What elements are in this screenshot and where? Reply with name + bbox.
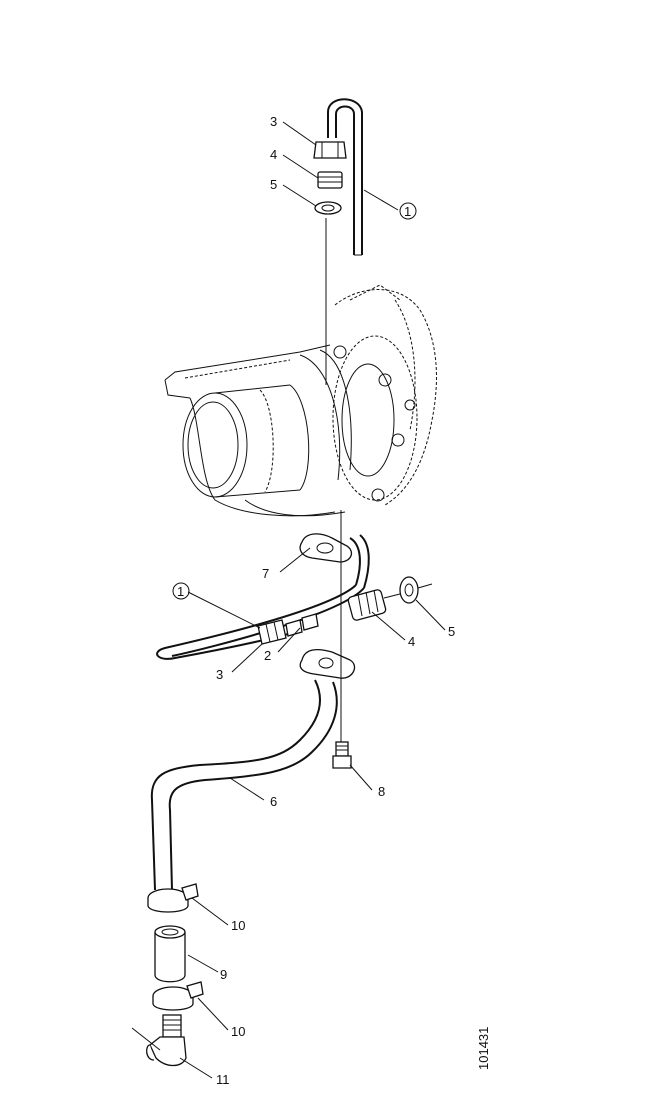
callout-3-top: 3 [270,114,277,129]
turbocharger [164,284,437,517]
lower-oil-pipe [156,584,365,660]
flange-bolt [332,741,352,769]
top-sealing-washer [314,201,342,215]
top-adapter-nipple [317,171,343,189]
callout-10-lower: 10 [231,1024,245,1039]
callout-11: 11 [216,1072,230,1087]
svg-text:1: 1 [404,204,411,219]
callout-5-lower: 5 [448,624,455,639]
elbow-fitting [146,1014,187,1067]
drawing-number: 101431 [476,1027,491,1070]
callout-2: 2 [264,648,271,663]
lower-adapter-nipple [347,589,387,621]
callout-9: 9 [220,967,227,982]
callout-6: 6 [270,794,277,809]
top-union-nut [313,141,347,159]
oil-return-pipe [150,679,338,891]
hose-clamp-lower [152,981,204,1011]
callouts: 3 4 5 1 7 1 2 3 4 5 6 8 10 9 10 11 [172,114,455,1087]
callout-1-lower: 1 [172,582,190,600]
lower-union [257,613,319,645]
callout-10-upper: 10 [231,918,245,933]
callout-4-top: 4 [270,147,277,162]
leader-lines [179,121,446,1079]
rubber-hose [154,925,186,983]
svg-text:1: 1 [177,584,184,599]
return-pipe-flange [299,648,356,679]
callout-8: 8 [378,784,385,799]
top-oil-pipe [327,98,363,256]
callout-7: 7 [262,566,269,581]
callout-5-top: 5 [270,177,277,192]
flange-gasket [299,533,353,563]
hose-clamp-upper [147,883,199,913]
callout-3-lower: 3 [216,667,223,682]
callout-4-lower: 4 [408,634,415,649]
lower-sealing-washer [399,576,419,604]
callout-1-top: 1 [399,202,417,220]
